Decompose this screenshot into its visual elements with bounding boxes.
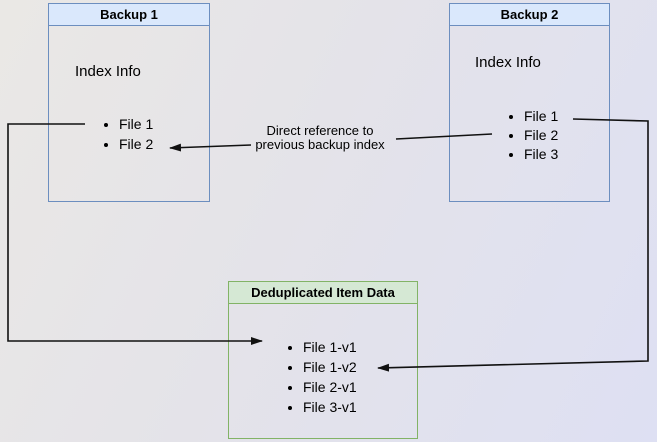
- backup2-header: Backup 2: [450, 4, 609, 26]
- backup1-file-item: File 2: [119, 134, 219, 154]
- backup2-file-item: File 3: [524, 145, 624, 164]
- backup1-box: Backup 1: [48, 3, 210, 202]
- annotation-line1: Direct reference to: [266, 123, 374, 138]
- backup2-file-item: File 2: [524, 126, 624, 145]
- backup2-file-item: File 1: [524, 107, 624, 126]
- backup1-file-list: File 1 File 2: [99, 114, 219, 154]
- dedup-file-item: File 1-v1: [303, 337, 423, 357]
- direct-reference-annotation: Direct reference to previous backup inde…: [230, 124, 410, 151]
- backup1-index-info-label: Index Info: [75, 63, 141, 80]
- dedup-file-item: File 1-v2: [303, 357, 423, 377]
- deduplicated-item-data-box: Deduplicated Item Data: [228, 281, 418, 439]
- dedup-title: Deduplicated Item Data: [251, 285, 395, 300]
- backup1-file-item: File 1: [119, 114, 219, 134]
- backup1-title: Backup 1: [100, 7, 158, 22]
- backup2-title: Backup 2: [500, 7, 559, 22]
- backup1-header: Backup 1: [49, 4, 209, 26]
- backup2-index-info-label: Index Info: [475, 54, 541, 71]
- dedup-header: Deduplicated Item Data: [229, 282, 417, 304]
- dedup-file-list: File 1-v1 File 1-v2 File 2-v1 File 3-v1: [283, 337, 423, 417]
- dedup-file-item: File 2-v1: [303, 377, 423, 397]
- backup2-file-list: File 1 File 2 File 3: [504, 107, 624, 164]
- backup2-box: Backup 2: [449, 3, 610, 202]
- annotation-line2: previous backup index: [255, 136, 385, 152]
- dedup-file-item: File 3-v1: [303, 397, 423, 417]
